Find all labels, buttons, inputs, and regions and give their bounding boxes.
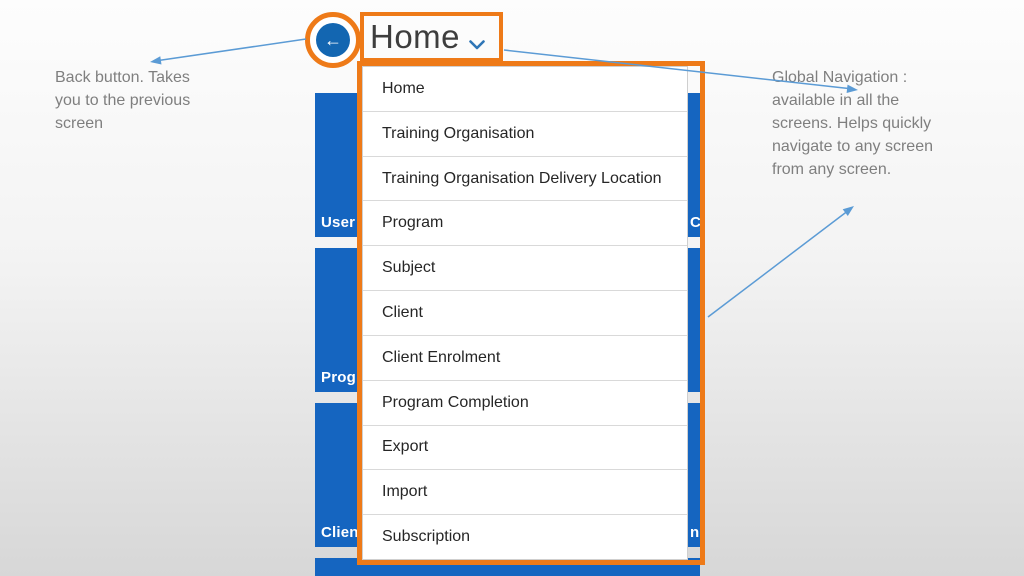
chevron-down-icon [469, 39, 485, 49]
tile-label: Progr [321, 369, 363, 386]
tile-label: User [321, 214, 356, 231]
tile-partial-bottom[interactable] [315, 558, 700, 576]
menu-item-subject[interactable]: Subject [363, 246, 687, 292]
arrow-left-icon: ← [324, 29, 342, 50]
menu-item-export[interactable]: Export [363, 426, 687, 471]
callout-line-back-button [150, 38, 307, 65]
menu-item-client-enrolment[interactable]: Client Enrolment [363, 336, 687, 381]
menu-item-program-completion[interactable]: Program Completion [363, 381, 687, 426]
home-title-dropdown[interactable]: Home [360, 12, 503, 62]
callout-line-menu-to-note [707, 206, 854, 318]
global-navigation-menu: Home Training Organisation Training Orga… [362, 66, 688, 560]
back-button[interactable]: ← [316, 23, 350, 57]
page-title: Home [370, 18, 461, 55]
menu-item-training-organisation[interactable]: Training Organisation [363, 112, 687, 157]
menu-item-client[interactable]: Client [363, 291, 687, 336]
menu-list: Home Training Organisation Training Orga… [363, 67, 687, 559]
global-navigation-note: Global Navigation : available in all the… [772, 69, 933, 178]
back-button-note: Back button. Takes you to the previous s… [55, 69, 191, 132]
menu-item-subscription[interactable]: Subscription [382, 528, 471, 546]
tile-label-fragment: n [690, 524, 700, 541]
menu-item-home[interactable]: Home [363, 67, 687, 112]
menu-item-program[interactable]: Program [363, 201, 687, 247]
menu-item-training-organisation-delivery-location[interactable]: Training Organisation Delivery Location [363, 157, 687, 202]
tile-label: Clien [321, 524, 359, 541]
back-button-highlight-ring: ← [305, 12, 361, 68]
tile-label-fragment: C [690, 214, 701, 231]
menu-item-import[interactable]: Import [363, 470, 687, 516]
